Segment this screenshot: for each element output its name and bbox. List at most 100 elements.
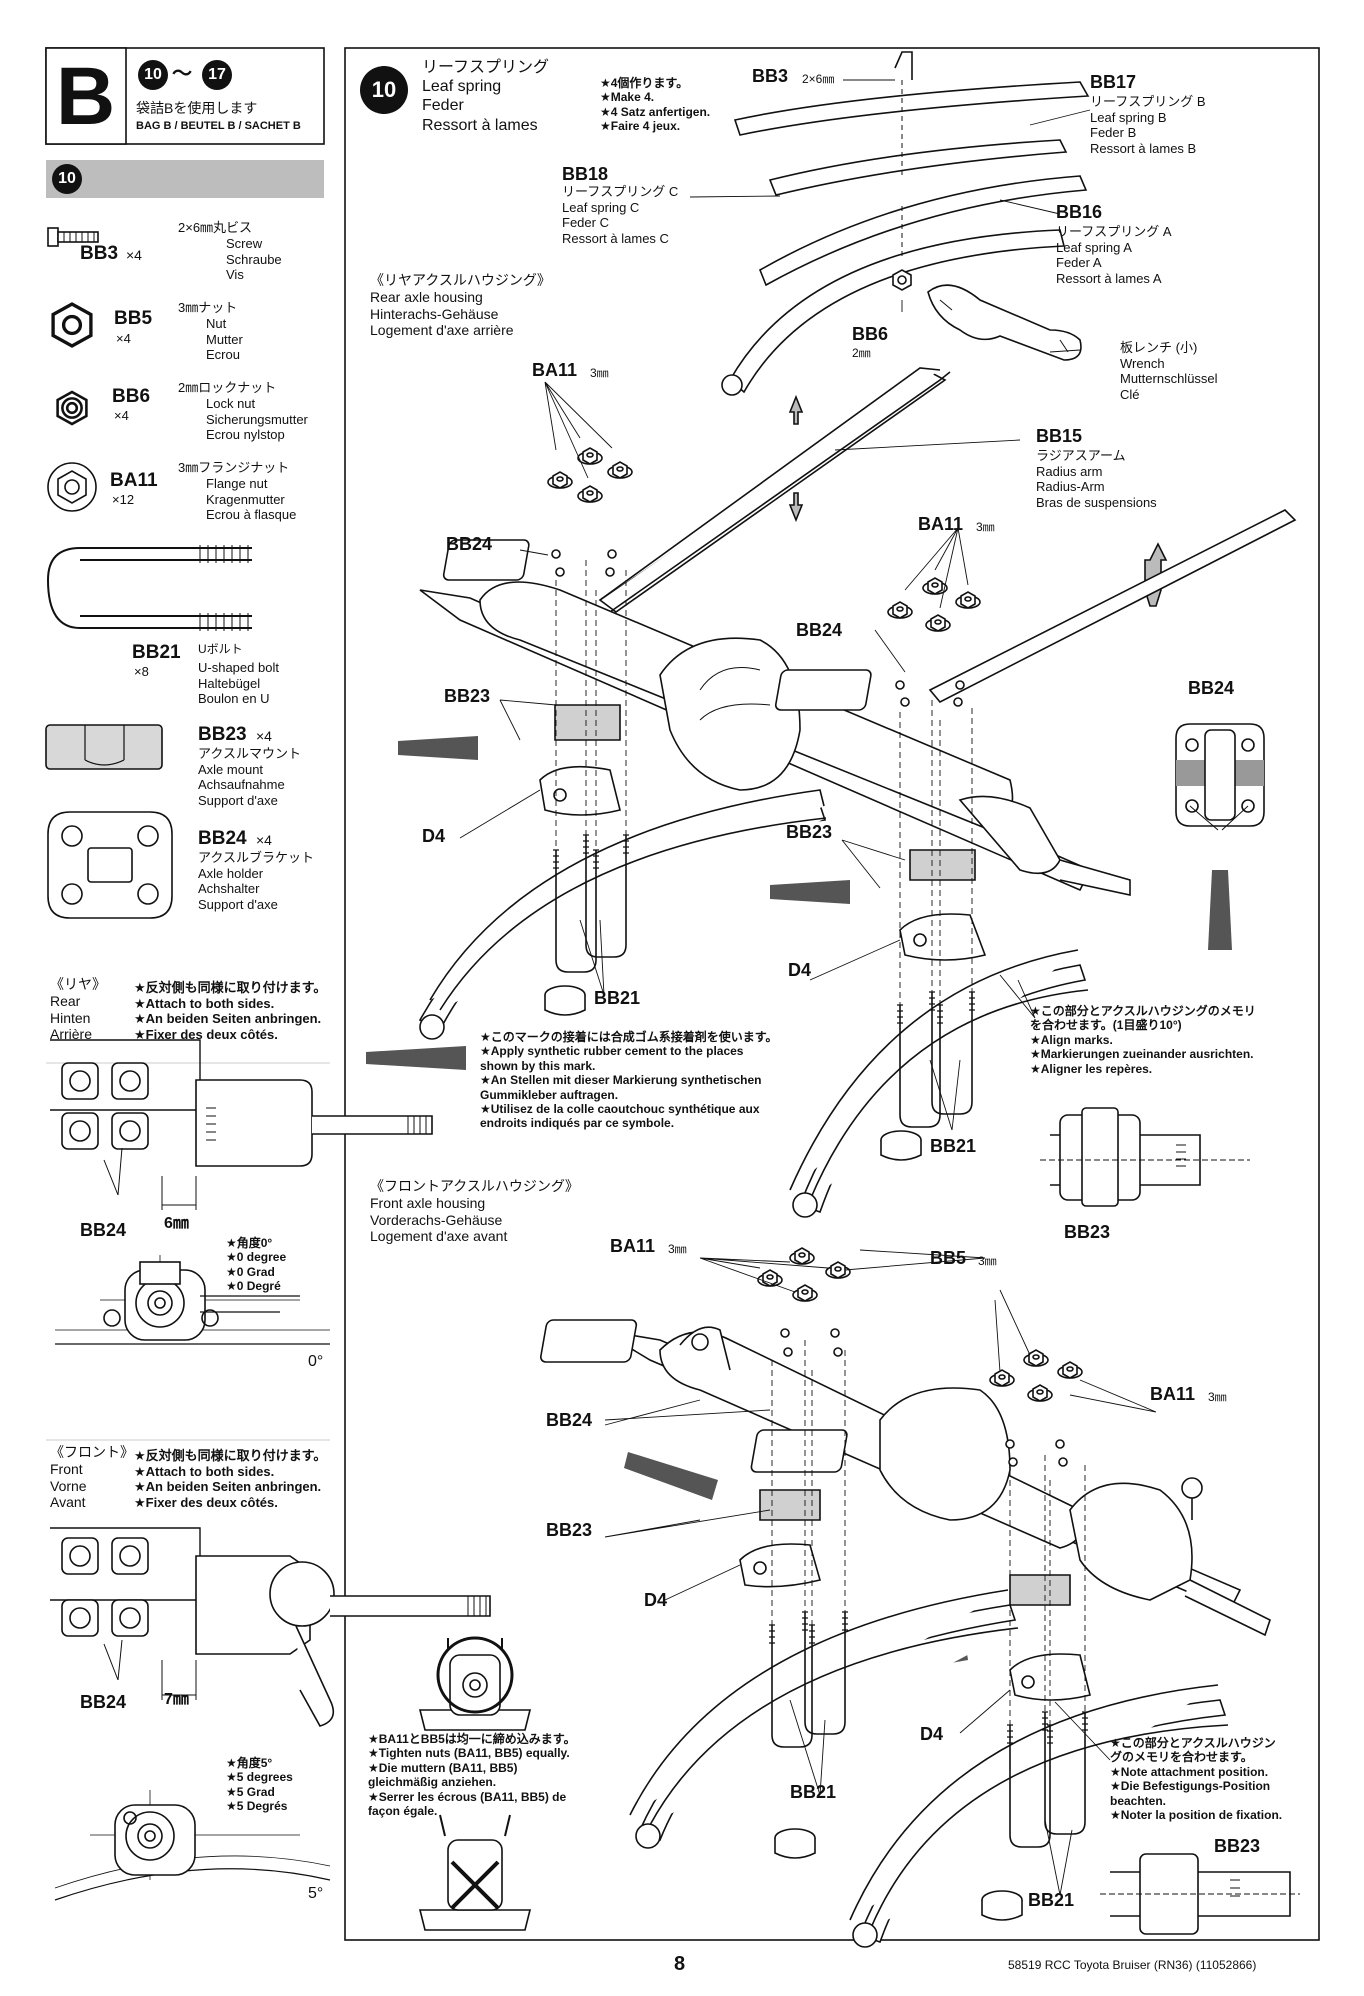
rear-axle-title: 《リヤアクスルハウジング》 Rear axle housing Hinterac… xyxy=(370,272,551,339)
callout-bb6-size: 2㎜ xyxy=(852,346,871,360)
callout-bb15-names: ラジアスアーム Radius arm Radius-Arm Bras de su… xyxy=(1036,448,1157,510)
front-topview-diagram xyxy=(50,1527,491,1727)
callout-bb17: BB17 xyxy=(1090,72,1137,92)
front-position-note: ★この部分とアクスルハウジン グのメモリを合わせます。 ★Note attach… xyxy=(1110,1736,1283,1822)
step-frame xyxy=(344,47,1320,1941)
rear-angle-text: ★角度0° ★0 degree ★0 Grad ★0 Degré xyxy=(226,1236,287,1294)
callout-bb16: BB16 xyxy=(1056,202,1103,222)
callout-bb3: BB3 xyxy=(752,66,789,86)
bb6-id: BB6 xyxy=(112,386,151,407)
front-bb5: BB5 xyxy=(930,1248,967,1268)
section-bar xyxy=(46,160,324,198)
bb6-names: Lock nut Sicherungsmutter Ecrou nylstop xyxy=(206,396,308,443)
bb5-names: Nut Mutter Ecrou xyxy=(206,316,243,363)
bb23-align-detail xyxy=(1040,1107,1250,1207)
front-ba11-b: BA11 xyxy=(1150,1384,1196,1404)
rear-angle-label: 0° xyxy=(308,1353,324,1370)
callout-bb18-names: リーフスプリング C Leaf spring C Feder C Ressort… xyxy=(562,184,679,246)
cement-tubes xyxy=(544,985,1023,1921)
rear-angle-diagram xyxy=(55,1255,330,1345)
bb21-id: BB21 xyxy=(132,642,181,663)
bb24-detail xyxy=(1175,723,1265,950)
bb6-qty: ×4 xyxy=(114,408,129,423)
bb23-qty: ×4 xyxy=(256,728,272,744)
rear-bb23-b: BB23 xyxy=(786,822,833,842)
front-angle-label: 5° xyxy=(308,1885,324,1902)
page-number: 8 xyxy=(674,1953,686,1975)
callout-bb17-names: リーフスプリング B Leaf spring B Feder B Ressort… xyxy=(1090,94,1206,156)
rear-bb24-b: BB24 xyxy=(796,620,843,640)
rear-bb23-a: BB23 xyxy=(444,686,491,706)
bb24-axleholder-icon xyxy=(47,811,173,919)
bb3-qty: ×4 xyxy=(126,247,142,263)
rear-ba11-b-size: 3㎜ xyxy=(976,520,995,534)
bb3-id: BB3 xyxy=(80,243,119,264)
rear-note-text: ★反対側も同様に取り付けます。 ★Attach to both sides. ★… xyxy=(134,980,327,1042)
front-ubolts xyxy=(768,1340,1089,1848)
callout-bb16-names: リーフスプリング A Leaf spring A Feder A Ressort… xyxy=(1056,224,1172,286)
rear-ubolts xyxy=(552,560,976,1128)
front-bb5-size: 3㎜ xyxy=(978,1254,997,1268)
front-leaf-springs xyxy=(629,1589,1229,1948)
rear-ba11-a: BA11 xyxy=(532,360,578,380)
leader-lines xyxy=(459,79,1157,1896)
rear-align-note: ★この部分とアクスルハウジングのメモリ を合わせます。(1目盛り10°) ★Al… xyxy=(1030,1004,1256,1076)
footer-code: 58519 RCC Toyota Bruiser (RN36) (1105286… xyxy=(1008,1958,1257,1972)
rear-cement-note: ★このマークの接着には合成ゴム系接着剤を使います。 ★Apply synthet… xyxy=(480,1030,778,1131)
ba11-id: BA11 xyxy=(110,470,158,491)
ba11-qty: ×12 xyxy=(112,492,135,507)
front-bb23: BB23 xyxy=(546,1520,593,1540)
front-axle-housing xyxy=(599,1326,1271,1637)
callout-bb18: BB18 xyxy=(562,164,609,184)
front-angle-text: ★角度5° ★5 degrees ★5 Grad ★5 Degrés xyxy=(226,1756,293,1814)
bb21-qty: ×8 xyxy=(134,664,149,679)
ba11-flangenut-icon xyxy=(47,462,97,512)
rear-topview-diagram xyxy=(50,1039,433,1210)
front-tighten-note: ★BA11とBB5は均一に締め込みます。 ★Tighten nuts (BA11… xyxy=(368,1732,576,1818)
rear-bb23-detail: BB23 xyxy=(1064,1222,1111,1242)
front-ba11-b-size: 3㎜ xyxy=(1208,1390,1227,1404)
step-title: リーフスプリング Leaf spring Feder Ressort à lam… xyxy=(422,59,550,134)
bb5-nut-icon xyxy=(51,302,93,348)
bb3-screw-icon xyxy=(47,227,99,247)
bb24-names: アクスルブラケット Axle holder Achshalter Support… xyxy=(198,850,314,912)
rear-d4-b: D4 xyxy=(788,960,812,980)
step-to-badge: 17 xyxy=(202,60,232,90)
rear-axle-housing xyxy=(419,581,1131,896)
ba11-size: 3㎜フランジナット xyxy=(178,460,290,475)
callout-bb6: BB6 xyxy=(852,324,889,344)
front-angle-diagram xyxy=(54,1790,331,1901)
bb5-size: 3㎜ナット xyxy=(178,300,238,315)
rear-note-title: 《リヤ》 Rear Hinten Arrière xyxy=(50,976,106,1043)
front-note-text: ★反対側も同様に取り付けます。 ★Attach to both sides. ★… xyxy=(134,1448,327,1510)
ba11-names: Flange nut Kragenmutter Ecrou à flasque xyxy=(206,476,297,523)
bb23-names: アクスルマウント Axle mount Achsaufnahme Support… xyxy=(198,746,301,808)
rear-bb24-a: BB24 xyxy=(446,534,493,554)
rear-ba11-a-size: 3㎜ xyxy=(590,366,609,380)
callout-wrench: 板レンチ (小) Wrench Mutternschlüssel Clé xyxy=(1120,340,1218,402)
front-ba11-a: BA11 xyxy=(610,1236,656,1256)
bag-letter: B xyxy=(56,51,116,142)
front-ba11-a-size: 3㎜ xyxy=(668,1242,687,1256)
bb21-names: U-shaped bolt Haltebügel Boulon en U xyxy=(198,660,279,707)
rear-axle-brackets xyxy=(442,539,987,961)
bb24-id: BB24 xyxy=(198,828,247,849)
rear-leaf-springs xyxy=(418,789,1089,1218)
rear-bb21-b: BB21 xyxy=(930,1136,977,1156)
front-axle-title: 《フロントアクスルハウジング》 Front axle housing Vorde… xyxy=(370,1178,579,1245)
bb23-front-detail xyxy=(1100,1853,1300,1935)
step-make-note: ★4個作ります。 ★Make 4. ★4 Satz anfertigen. ★F… xyxy=(600,76,711,134)
front-dim-label: 7㎜ xyxy=(164,1691,189,1708)
step-range-tilde: 〜 xyxy=(172,63,192,85)
section-step-badge: 10 xyxy=(52,164,82,194)
rear-bb24-detail: BB24 xyxy=(1188,678,1235,698)
bb5-id: BB5 xyxy=(114,308,153,329)
front-d4-a: D4 xyxy=(644,1590,668,1610)
front-bb23-detail: BB23 xyxy=(1214,1836,1261,1856)
front-note-title: 《フロント》 Front Vorne Avant xyxy=(50,1444,134,1511)
bb23-id: BB23 xyxy=(198,724,247,745)
rear-bb21-a: BB21 xyxy=(594,988,641,1008)
front-bb21-a: BB21 xyxy=(790,1782,837,1802)
